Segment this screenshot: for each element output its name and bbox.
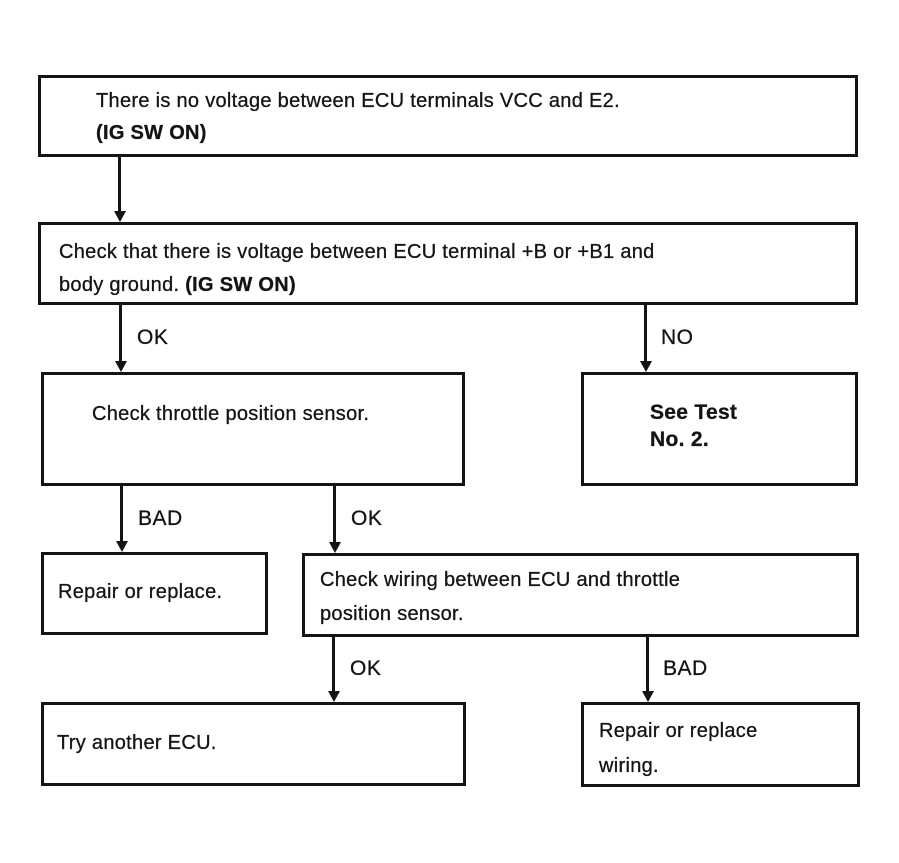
check-voltage-line1: Check that there is voltage between ECU … xyxy=(59,241,655,263)
flow-box-repair-or-replace-wiring: Repair or replace wiring. xyxy=(581,702,860,787)
flow-box-repair-or-replace: Repair or replace. xyxy=(41,552,268,635)
arrow-no-to-see-test xyxy=(644,305,647,362)
check-voltage-line2: body ground. (IG SW ON) xyxy=(59,269,845,302)
flow-box-problem-statement: There is no voltage between ECU terminal… xyxy=(38,75,858,157)
branch-label-bad: BAD xyxy=(663,657,708,680)
check-tps-line1: Check throttle position sensor. xyxy=(92,403,370,425)
flow-box-check-wiring: Check wiring between ECU and throttle po… xyxy=(302,553,859,637)
arrow-bad-to-repair-wiring xyxy=(646,637,649,692)
repair-replace-line1: Repair or replace. xyxy=(58,581,223,603)
arrow-ok-to-try-another-ecu xyxy=(332,637,335,692)
branch-label-no: NO xyxy=(661,326,694,349)
check-voltage-line2-text: body ground. xyxy=(59,274,186,296)
repair-wiring-line1: Repair or replace xyxy=(599,720,758,742)
branch-label-bad: BAD xyxy=(138,507,183,530)
see-test-line2: No. 2. xyxy=(650,428,709,451)
arrow-problem-to-check-voltage xyxy=(118,157,121,212)
flow-box-see-test-no-2: See Test No. 2. xyxy=(581,372,858,486)
check-wiring-line2: position sensor. xyxy=(320,603,464,625)
branch-label-ok: OK xyxy=(351,507,383,530)
branch-label-ok: OK xyxy=(137,326,169,349)
check-wiring-line1: Check wiring between ECU and throttle xyxy=(320,569,681,591)
problem-line1: There is no voltage between ECU terminal… xyxy=(96,90,620,112)
flow-box-try-another-ecu: Try another ECU. xyxy=(41,702,466,786)
see-test-line1: See Test xyxy=(650,401,738,424)
problem-line2-ig-sw-on: (IG SW ON) xyxy=(96,122,207,144)
check-voltage-line2-ig-sw-on: (IG SW ON) xyxy=(185,274,296,296)
repair-wiring-line2: wiring. xyxy=(599,755,659,777)
try-ecu-line1: Try another ECU. xyxy=(57,732,217,754)
arrow-bad-to-repair-replace xyxy=(120,486,123,542)
flow-box-check-voltage: Check that there is voltage between ECU … xyxy=(38,222,858,305)
arrow-ok-to-check-wiring xyxy=(333,486,336,543)
flow-box-check-throttle-position-sensor: Check throttle position sensor. xyxy=(41,372,465,486)
arrow-ok-to-check-tps xyxy=(119,305,122,362)
branch-label-ok: OK xyxy=(350,657,382,680)
